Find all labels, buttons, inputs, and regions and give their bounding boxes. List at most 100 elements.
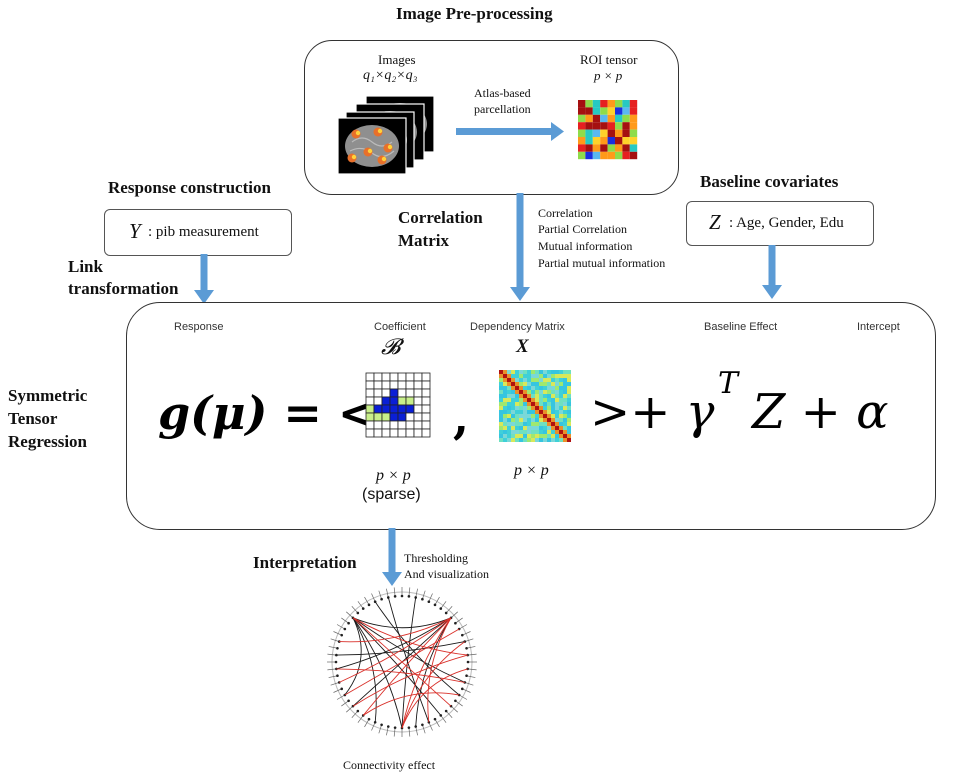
dep-cell [499,398,503,402]
roi-cell [622,122,630,130]
dep-cell [519,378,523,382]
coef-cell [405,420,415,430]
dep-cell [523,390,527,394]
dep-cell [547,430,551,434]
connectome-node-label [378,590,382,600]
connectome-node-label [440,715,447,723]
dep-cell [543,370,547,374]
dep-cell [547,438,551,442]
interpretation-title: Interpretation [253,553,357,572]
roi-cell [629,114,638,123]
connectome-edge [352,617,465,683]
connectome-edge [352,617,452,629]
link-title-line2: transformation [68,279,179,298]
connectome-node-label [434,718,440,728]
response-title: Response construction [108,178,271,197]
dep-cell [567,430,571,434]
dep-cell [519,414,523,418]
dep-cell [559,370,563,374]
coef-cell [381,380,391,390]
dep-cell [503,438,507,442]
dep-cell [535,422,539,426]
dep-cell [515,374,519,378]
dep-cell [503,386,507,390]
connectome-node-label [408,587,411,597]
roi-cell [578,100,586,108]
dep-cell [567,410,571,414]
connectome-node-label [341,700,349,707]
coef-cell [413,428,423,438]
connectome-edge [401,668,468,729]
roi-cell [592,151,601,160]
dep-cell [567,402,571,406]
coef-cell [389,420,399,430]
connectome-edge [336,617,452,670]
connectome-node [347,699,350,703]
roi-cell [600,151,608,160]
roi-cell [629,129,638,137]
dep-cell [563,402,567,406]
connectome-node-label [351,710,359,718]
dep-cell [551,386,555,390]
coef-cell [413,396,423,406]
dep-cell [511,426,515,430]
coef-cell [381,412,391,422]
connectome-node-label [458,694,468,700]
connectome-node [466,653,469,657]
roi-cell [600,144,608,152]
dep-cell [539,410,543,414]
brain-slice [337,117,407,175]
roi-cell [585,151,593,160]
dep-cell [551,430,555,434]
dep-cell [519,406,523,410]
coef-cell [365,412,375,422]
correlation-option-3: Mutual information [538,239,633,253]
dep-cell [555,434,559,438]
connectome-edge [344,617,362,696]
label-dependency-matrix: Dependency Matrix [470,321,565,333]
roi-cell [607,137,615,145]
dep-cell [523,434,527,438]
roi-cell [622,151,630,160]
dep-cell [563,422,567,426]
connectome-node [454,621,457,625]
roi-cell [615,100,623,108]
dep-cell [539,422,543,426]
dep-cell [555,418,559,422]
coef-cell [373,412,383,422]
dep-cell [499,430,503,434]
connectome-node [335,653,338,657]
dep-cell [555,374,559,378]
connectome-node-label [450,705,458,713]
connectome-node-label [464,638,474,642]
dep-cell [519,410,523,414]
dep-cell [547,370,551,374]
connectome-node-label [415,726,418,736]
connectome-node-label [445,606,453,614]
connectome-node-label [328,675,338,678]
connectome-node-label [364,596,370,606]
dep-cell [563,386,567,390]
connectome-node [466,660,470,664]
y-text: : pib measurement [148,224,259,240]
connectome-node [421,597,424,601]
coef-cell [413,404,423,414]
connectome-node-label [378,724,382,734]
dep-cell [543,430,547,434]
roi-cell [615,129,623,137]
dep-cell [547,418,551,422]
dep-cell [547,426,551,430]
dep-cell [539,378,543,382]
dep-cell [515,410,519,414]
connectome-edge [387,597,430,723]
dep-cell [559,434,563,438]
coef-cell [365,404,375,414]
dep-cell [519,386,523,390]
dep-cell [563,434,567,438]
dep-cell [563,382,567,386]
dep-cell [559,394,563,398]
dep-cell [539,398,543,402]
coef-cell [373,388,383,398]
dep-cell [559,422,563,426]
connectome-node-label [336,694,346,700]
